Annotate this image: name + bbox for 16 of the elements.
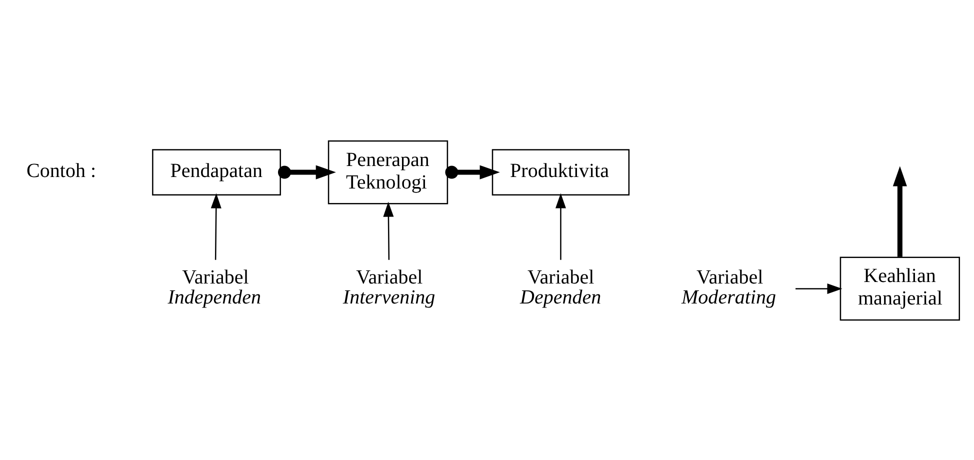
arrow	[444, 164, 500, 179]
arrow	[795, 282, 842, 294]
label: Contoh :	[26, 160, 96, 182]
node-text: Variabel Moderating	[681, 266, 776, 308]
node-text: Variabel Intervening	[342, 266, 435, 308]
node-box: Produktivita	[491, 148, 630, 195]
node-text: Variabel Independen	[167, 266, 261, 308]
node-box: Keahlian manajerial	[839, 256, 960, 320]
node-box: Pendapatan	[152, 148, 280, 195]
node-box: Penerapan Teknologi	[327, 140, 448, 204]
arrow	[554, 192, 566, 260]
node-text: Variabel Dependen	[520, 266, 601, 308]
arrow	[277, 164, 336, 179]
arrow	[210, 192, 221, 260]
arrow	[382, 201, 394, 260]
arrow	[892, 166, 906, 256]
